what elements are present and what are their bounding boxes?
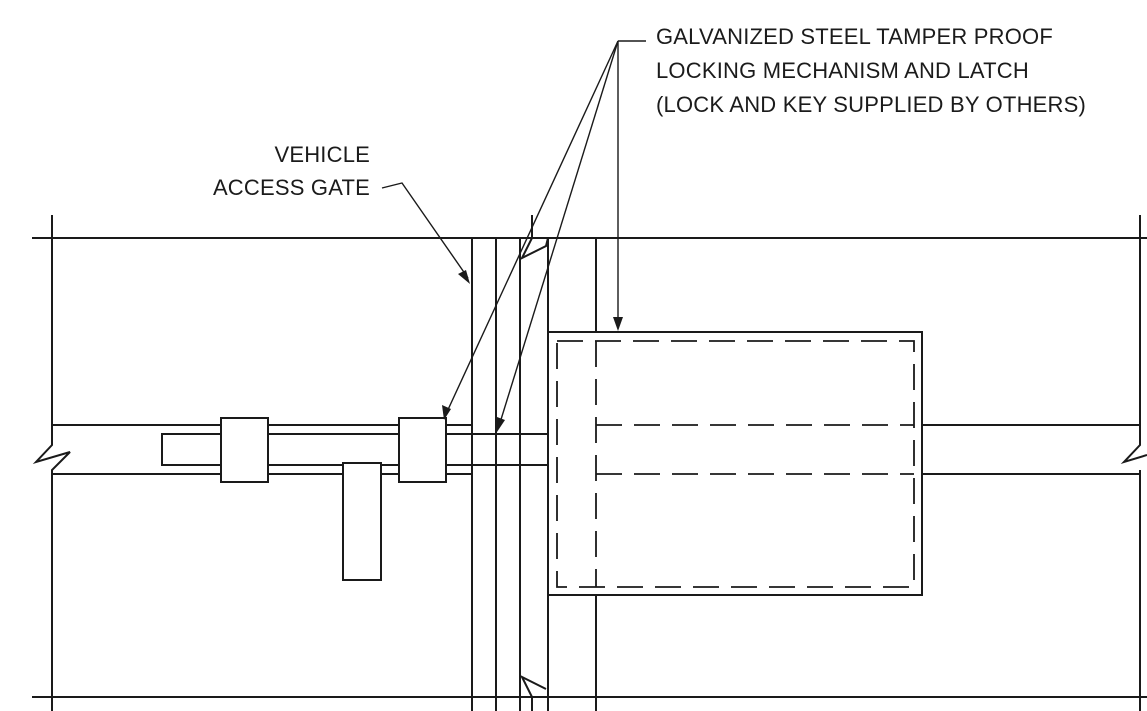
latch-assembly <box>161 417 549 581</box>
right-bar-guide <box>398 417 447 483</box>
gate-label-line-1: VEHICLE <box>274 142 370 167</box>
lock-receiver-box <box>547 331 923 596</box>
gate-label-line-2: ACCESS GATE <box>213 175 370 200</box>
gate-break-line-top <box>519 215 549 711</box>
lock-leader-bar-arrowhead <box>497 417 505 432</box>
gate-leader-line <box>381 182 469 279</box>
lock-receiver <box>547 331 923 596</box>
lock-leader-to-bar <box>498 40 619 427</box>
lock-leader-receiver-arrowhead <box>613 317 623 331</box>
lock-leader-guide-arrowhead <box>442 405 451 420</box>
gate-leader-arrowhead <box>458 270 470 284</box>
right-post-break-line <box>1120 215 1147 465</box>
left-bar-guide <box>220 417 269 483</box>
gate-break-line-bottom <box>519 674 547 711</box>
lock-label-line-1: GALVANIZED STEEL TAMPER PROOF <box>656 24 1053 49</box>
left-post-break-line <box>32 215 71 711</box>
lock-receiver-hidden-outline <box>556 340 915 588</box>
lock-label-line-3: (LOCK AND KEY SUPPLIED BY OTHERS) <box>656 92 1086 117</box>
latch-handle <box>342 462 382 581</box>
annotations: VEHICLE ACCESS GATE GALVANIZED STEEL TAM… <box>213 24 1086 200</box>
lock-label-line-2: LOCKING MECHANISM AND LATCH <box>656 58 1029 83</box>
lock-leader-to-guide <box>445 40 619 415</box>
latch-bar <box>161 433 549 466</box>
leaders <box>381 40 646 432</box>
